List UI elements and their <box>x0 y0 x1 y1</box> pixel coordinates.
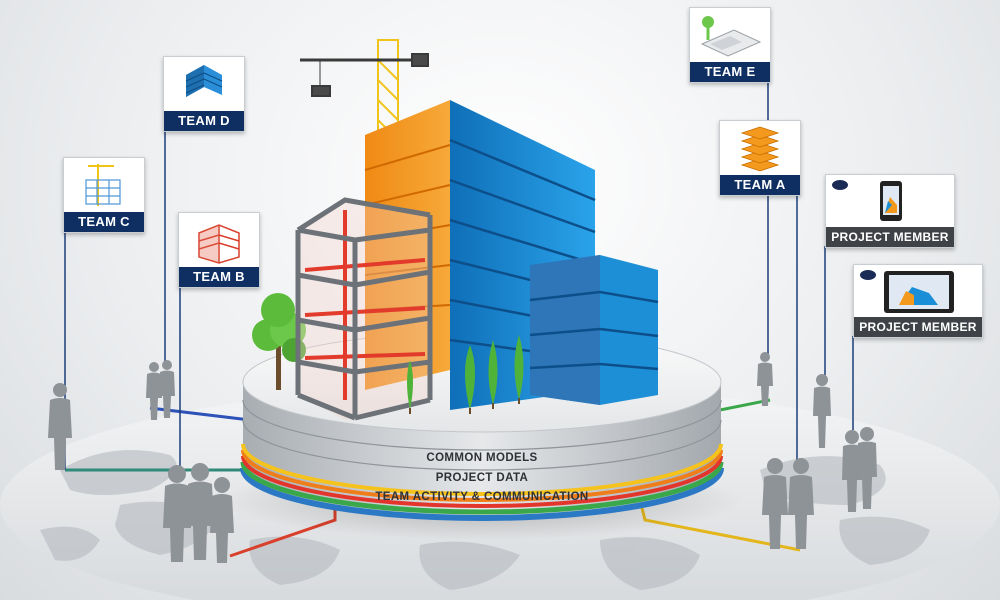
building-model <box>295 39 659 421</box>
people-silhouettes <box>48 352 877 563</box>
layer-label-common-models: COMMON MODELS <box>426 452 538 464</box>
layer-band-blue <box>240 467 724 521</box>
team-a-label: TEAM A <box>720 175 800 195</box>
person-silhouette <box>857 427 877 509</box>
blue-building-icon <box>164 57 244 111</box>
person-silhouette <box>159 360 175 418</box>
team-b-label: TEAM B <box>179 267 259 287</box>
project-member-label-2: PROJECT MEMBER <box>854 317 982 337</box>
line-team-e <box>719 398 771 412</box>
layer-band-green <box>240 461 724 515</box>
team-a-card[interactable]: TEAM A <box>719 120 801 196</box>
red-frame-building-icon <box>179 213 259 267</box>
project-member-card-2[interactable]: PROJECT MEMBER <box>853 264 983 338</box>
team-c-card[interactable]: TEAM C <box>63 157 145 233</box>
crane-blue-frame-icon <box>64 158 144 212</box>
layer-label-team-activity: TEAM ACTIVITY & COMMUNICATION <box>375 491 589 503</box>
person-silhouette <box>48 383 72 470</box>
project-member-card-1[interactable]: PROJECT MEMBER <box>825 174 955 248</box>
person-silhouette <box>813 374 831 448</box>
team-b-card[interactable]: TEAM B <box>178 212 260 288</box>
team-d-card[interactable]: TEAM D <box>163 56 245 132</box>
person-silhouette <box>757 352 773 406</box>
person-silhouette <box>210 477 234 563</box>
layer-label-project-data: PROJECT DATA <box>435 472 529 484</box>
layer-band-red <box>241 455 723 508</box>
site-plan-icon <box>690 8 770 62</box>
layer-band-yellow <box>241 443 723 496</box>
project-member-label-1: PROJECT MEMBER <box>826 227 954 247</box>
team-e-card[interactable]: TEAM E <box>689 7 771 83</box>
person-silhouette <box>762 458 788 549</box>
stacked-floors-icon <box>720 121 800 175</box>
tablet-icon <box>854 265 982 317</box>
trees-small <box>407 335 524 414</box>
team-e-label: TEAM E <box>690 62 770 82</box>
person-silhouette <box>146 362 162 420</box>
smartphone-icon <box>826 175 954 227</box>
layer-band-orange <box>241 449 723 502</box>
team-c-label: TEAM C <box>64 212 144 232</box>
person-silhouette <box>186 463 214 560</box>
person-silhouette <box>842 430 862 512</box>
team-d-label: TEAM D <box>164 111 244 131</box>
person-silhouette <box>788 458 814 549</box>
structural-frame <box>295 197 433 421</box>
person-silhouette <box>163 465 191 562</box>
